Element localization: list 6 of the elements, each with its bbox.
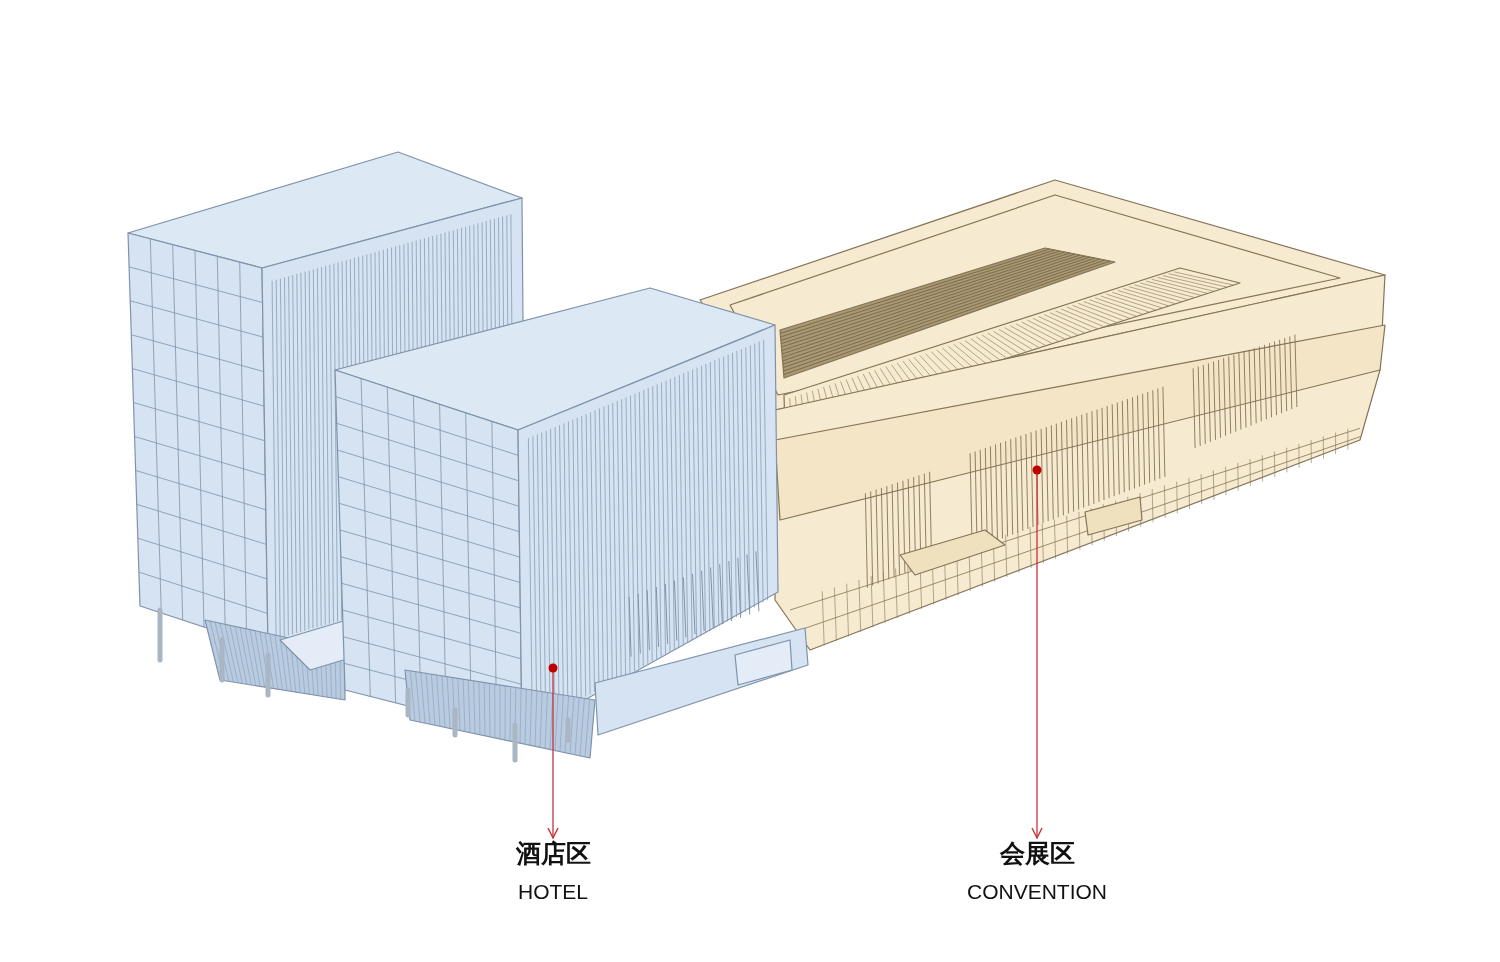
- zone-subtitle: HOTEL: [517, 879, 589, 905]
- zone-label: 会展区: [998, 838, 1076, 870]
- zone-subtitle: CONVENTION: [966, 879, 1108, 905]
- leader-line: [547, 663, 559, 839]
- leader-line: [1031, 465, 1043, 839]
- zone-label: 酒店区: [514, 838, 592, 870]
